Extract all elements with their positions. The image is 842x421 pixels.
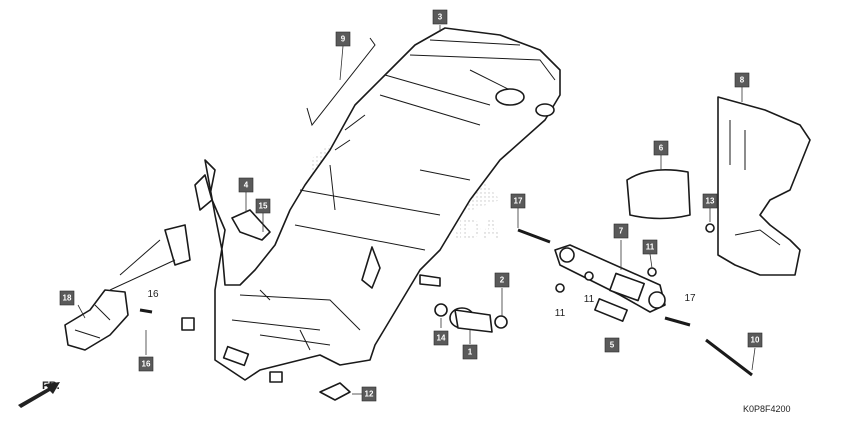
bracket-part-7	[554, 244, 666, 313]
callout-5-label: 5	[610, 341, 615, 350]
callout-18[interactable]: 18	[59, 290, 75, 306]
bolt-part-17-upper	[517, 228, 551, 244]
callout-17-label: 17	[514, 197, 523, 206]
callout-6-label: 6	[659, 144, 664, 153]
plain-label-16: 16	[147, 289, 159, 300]
diagram-code: K0P8F4200	[743, 404, 791, 414]
leader-11	[649, 253, 653, 269]
callout-2[interactable]: 2	[494, 272, 510, 288]
callout-7-label: 7	[619, 227, 624, 236]
bolt-part-16	[139, 308, 153, 314]
callout-13-label: 13	[706, 197, 715, 206]
clip-part-14	[434, 303, 448, 317]
bracket-part-18	[64, 289, 129, 351]
callout-11-label: 11	[646, 243, 655, 252]
rod-part-9	[306, 37, 376, 127]
callout-14[interactable]: 14	[433, 330, 449, 346]
nut-part-11-b	[584, 271, 594, 281]
callout-18-label: 18	[63, 294, 72, 303]
leader-9	[339, 45, 344, 81]
long-bolt-part-10	[705, 338, 753, 377]
callout-4-label: 4	[244, 181, 249, 190]
callout-7[interactable]: 7	[613, 223, 629, 239]
callout-1[interactable]: 1	[462, 344, 478, 360]
callout-6[interactable]: 6	[653, 140, 669, 156]
callout-4[interactable]: 4	[238, 177, 254, 193]
callout-8[interactable]: 8	[734, 72, 750, 88]
nut-part-11-c	[647, 267, 657, 277]
callout-15[interactable]: 15	[255, 198, 271, 214]
callout-10-label: 10	[751, 336, 760, 345]
callout-2-label: 2	[500, 276, 505, 285]
clip-part-2	[494, 315, 508, 329]
pad-part-6	[626, 168, 691, 220]
callout-1-label: 1	[468, 348, 473, 357]
bracket-part-4	[231, 209, 271, 241]
front-arrow-icon	[18, 382, 60, 408]
callout-3-label: 3	[438, 13, 443, 22]
callout-16[interactable]: 16	[138, 356, 154, 372]
front-bracket	[109, 174, 213, 291]
callout-9[interactable]: 9	[335, 31, 351, 47]
callout-9-label: 9	[341, 35, 346, 44]
callout-12-label: 12	[365, 390, 374, 399]
plain-label-11-right: 11	[584, 294, 595, 305]
front-direction-indicator: FR.	[18, 380, 60, 408]
leader-18	[77, 304, 86, 319]
leader-10	[751, 347, 756, 371]
nut-part-13	[705, 223, 715, 233]
callout-3[interactable]: 3	[432, 9, 448, 25]
callout-8-label: 8	[740, 76, 745, 85]
callout-10[interactable]: 10	[747, 332, 763, 348]
callout-13[interactable]: 13	[702, 193, 718, 209]
callout-14-label: 14	[437, 334, 446, 343]
bolt-part-17-lower	[664, 316, 691, 327]
plain-label-11-left: 11	[555, 308, 566, 319]
plain-label-17: 17	[684, 293, 696, 304]
rubber-part-5	[594, 298, 628, 322]
callout-11[interactable]: 11	[642, 239, 658, 255]
guard-part-12	[319, 382, 351, 401]
cover-part-8	[717, 96, 811, 276]
callout-16-label: 16	[142, 360, 151, 369]
callout-12[interactable]: 12	[361, 386, 377, 402]
callout-5[interactable]: 5	[604, 337, 620, 353]
callout-17[interactable]: 17	[510, 193, 526, 209]
nut-part-11-a	[555, 283, 565, 293]
callout-15-label: 15	[259, 202, 268, 211]
frame-body	[181, 27, 561, 383]
duct-part-1	[449, 307, 493, 333]
front-label: FR.	[42, 380, 60, 392]
